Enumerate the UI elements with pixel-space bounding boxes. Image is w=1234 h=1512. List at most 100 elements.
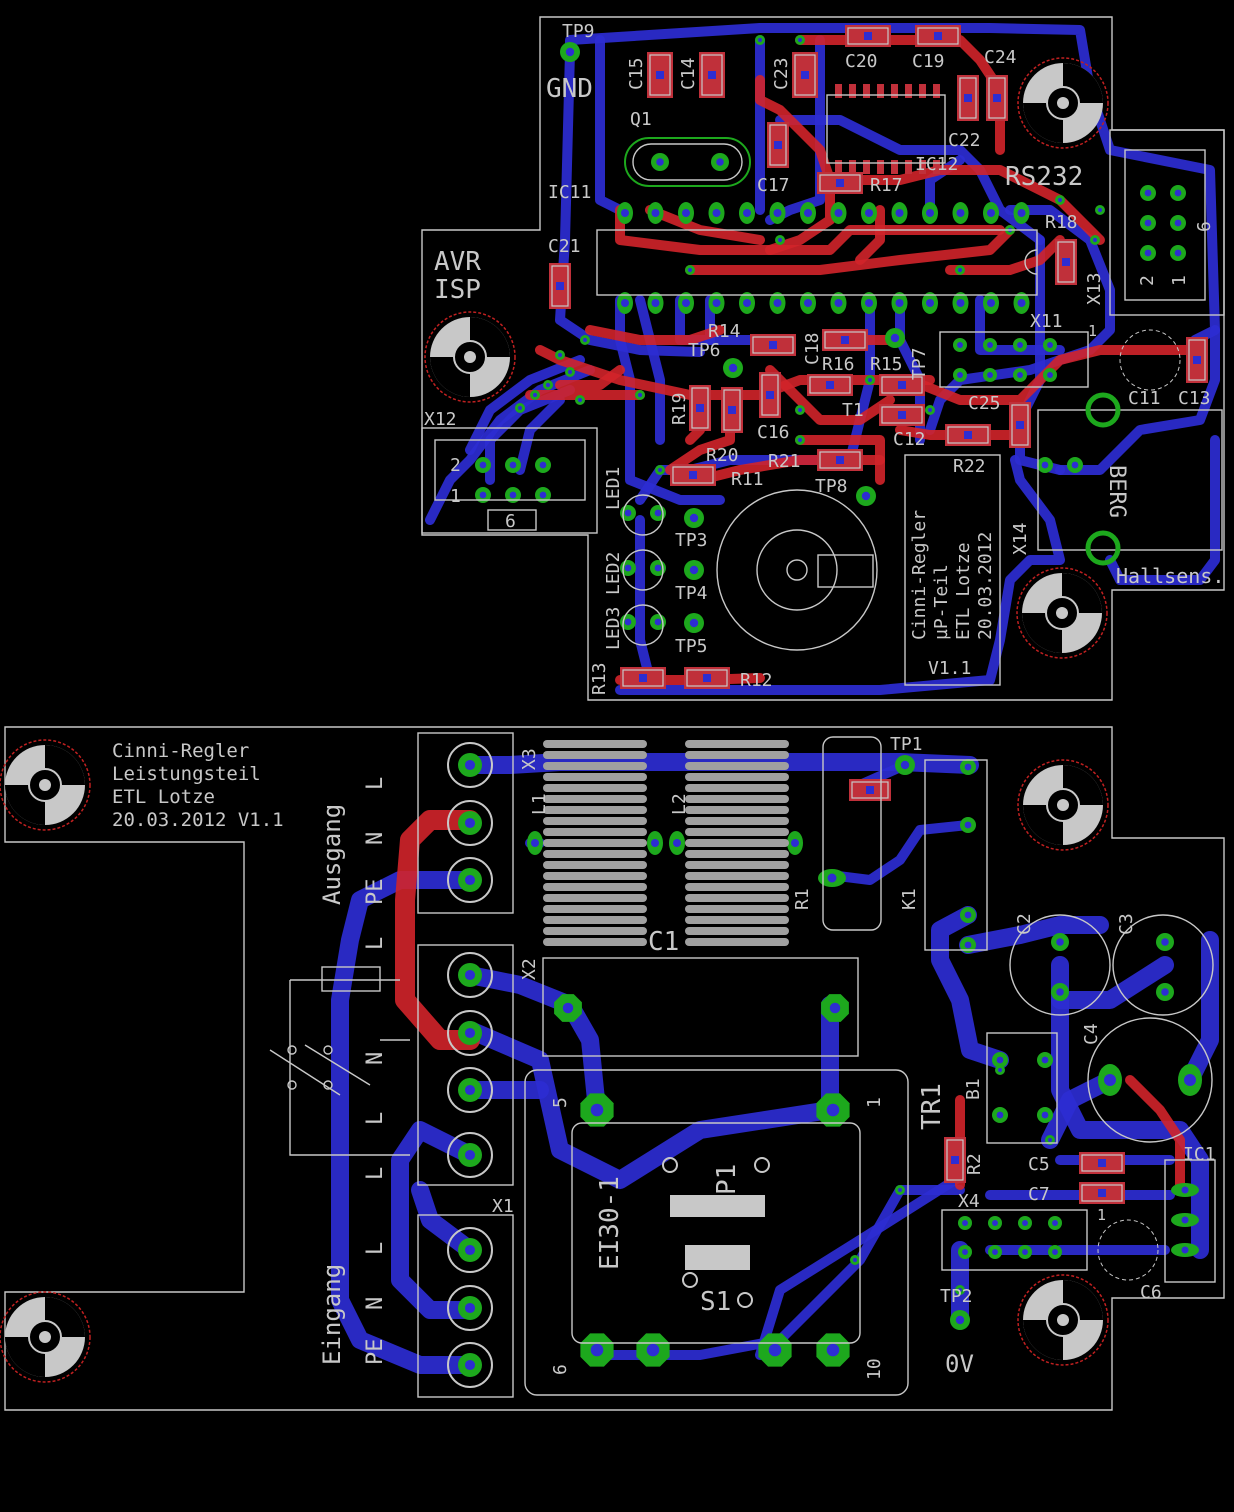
designator-x14: X14 — [1010, 522, 1031, 555]
ic12-body — [826, 94, 946, 164]
designator-r13: R13 — [589, 662, 610, 695]
buzzer-center — [786, 559, 808, 581]
x3-terminal — [417, 732, 514, 914]
pot-pin — [682, 1272, 698, 1288]
designator-x1: X1 — [492, 1196, 514, 1217]
upper-title-4: 20.03.2012 — [975, 532, 996, 640]
designator-q1: Q1 — [630, 109, 652, 130]
upper-pads — [475, 25, 1208, 689]
buzzer-tab — [817, 554, 874, 588]
designator-r19: R19 — [669, 392, 690, 425]
ic12-pin — [877, 160, 884, 174]
x12-pin6: 6 — [505, 511, 516, 532]
eingang-pe: PE — [363, 1339, 388, 1366]
designator-c23: C23 — [771, 57, 792, 90]
c11-outline — [1119, 329, 1181, 391]
r13-smd — [620, 667, 666, 689]
designator-l2: L2 — [669, 793, 690, 815]
c5-smd — [1079, 1152, 1125, 1174]
designator-x12: X12 — [424, 409, 457, 430]
designator-tp6: TP6 — [688, 340, 721, 361]
ausgang-n: N — [363, 832, 388, 845]
x12-outline — [421, 427, 598, 534]
designator-tp3: TP3 — [675, 530, 708, 551]
x12-pin1: 1 — [450, 486, 461, 507]
designator-r22: R22 — [953, 456, 986, 477]
c2-outline — [1009, 914, 1111, 1016]
terminal-screw — [447, 1227, 493, 1273]
berg-logo: BERG — [1104, 465, 1129, 518]
r16-smd — [822, 329, 868, 351]
x2-l-top: L — [363, 937, 388, 950]
designator-tp2: TP2 — [940, 1286, 973, 1307]
ic12-pin — [933, 84, 940, 98]
x12-body — [434, 439, 586, 501]
designator-tp4: TP4 — [675, 583, 708, 604]
c18-smd — [807, 374, 853, 396]
x13-body — [1124, 149, 1206, 301]
designator-c4: C4 — [1081, 1023, 1102, 1045]
terminal-screw — [447, 800, 493, 846]
x11-pin1: 1 — [1088, 322, 1097, 340]
r21-smd — [817, 449, 863, 471]
k1-body — [924, 759, 988, 951]
switch-symbol — [269, 966, 410, 1156]
designator-c11: C11 — [1128, 388, 1161, 409]
designator-tp8: TP8 — [815, 476, 848, 497]
fuse-symbol — [321, 966, 381, 992]
designator-t1: T1 — [842, 400, 864, 421]
led-group — [622, 494, 664, 646]
designator-tp5: TP5 — [675, 636, 708, 657]
ic12-pin — [835, 160, 842, 174]
p1-body — [670, 1195, 765, 1217]
terminal-screw — [447, 857, 493, 903]
ic12-pin — [835, 84, 842, 98]
r15-smd — [879, 374, 925, 396]
c7-smd — [1079, 1182, 1125, 1204]
designator-c7: C7 — [1028, 1184, 1050, 1205]
designator-l1: L1 — [529, 793, 550, 815]
designator-tp7: TP7 — [909, 347, 930, 380]
ic12-pin — [891, 84, 898, 98]
designator-x3: X3 — [519, 748, 540, 770]
designator-p1: P1 — [712, 1164, 742, 1195]
r1-body — [822, 736, 882, 931]
terminal-screw — [447, 1067, 493, 1113]
designator-c22: C22 — [948, 130, 981, 151]
designator-c15: C15 — [626, 57, 647, 90]
ic12-pin — [863, 84, 870, 98]
c6-outline — [1097, 1219, 1159, 1281]
transformer-outline — [524, 1069, 909, 1396]
rs232-label: RS232 — [1005, 162, 1083, 192]
ic12-pin — [905, 160, 912, 174]
designator-x13: X13 — [1084, 272, 1105, 305]
eingang-label: Eingang — [318, 1264, 346, 1365]
c17-smd — [767, 122, 789, 168]
ic12-pin — [919, 84, 926, 98]
lower-pads — [447, 742, 1202, 1388]
c15-smd — [647, 52, 673, 98]
mounting-hole — [0, 1291, 91, 1383]
designator-ic1: IC1 — [1183, 1144, 1216, 1165]
designator-s1: S1 — [700, 1287, 731, 1317]
avr-label: AVR — [434, 247, 481, 277]
designator-tp9: TP9 — [562, 21, 595, 42]
designator-c20: C20 — [845, 51, 878, 72]
lower-board-outline — [4, 726, 1225, 1411]
zero-volt-label: 0V — [945, 1350, 974, 1378]
x12-key — [487, 509, 537, 531]
x2-l-bottom: L — [363, 1167, 388, 1180]
ic12-pin — [891, 160, 898, 174]
c16-smd — [759, 372, 781, 418]
chokes — [543, 740, 789, 946]
r1-smd — [849, 779, 891, 801]
upper-version: V1.1 — [928, 658, 971, 679]
x14-outline — [1037, 409, 1223, 551]
designator-tr1: TR1 — [917, 1083, 947, 1130]
designator-r2: R2 — [964, 1153, 985, 1175]
designator-led3: LED3 — [603, 607, 624, 650]
designator-tp1: TP1 — [890, 734, 923, 755]
